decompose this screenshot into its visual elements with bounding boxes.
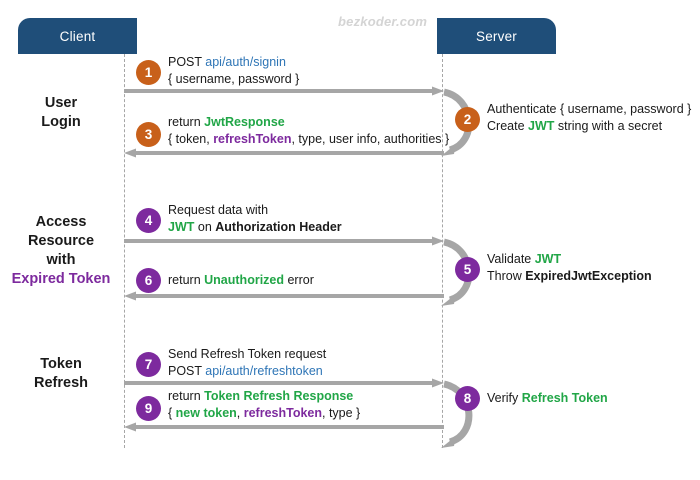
text-segment: Authorization Header bbox=[215, 220, 342, 234]
text-segment: Validate bbox=[487, 252, 535, 266]
band-label-line: Expired Token bbox=[11, 271, 111, 287]
text-segment: return bbox=[168, 273, 205, 287]
arrow-step-1 bbox=[124, 86, 444, 96]
step-text-line: return Unauthorized error bbox=[168, 272, 314, 289]
text-segment: Unauthorized bbox=[204, 273, 284, 287]
text-segment: Verify bbox=[487, 391, 522, 405]
text-segment: return bbox=[168, 389, 205, 403]
text-segment: JWT bbox=[528, 119, 555, 133]
arrow-step-7 bbox=[124, 378, 444, 388]
step-text-line: JWT on Authorization Header bbox=[168, 219, 342, 236]
text-segment: { token, bbox=[168, 132, 214, 146]
step-text-2: Authenticate { username, password } Creat… bbox=[487, 101, 691, 135]
step-text-line: { token, refreshToken, type, user info, … bbox=[168, 131, 449, 148]
step-badge-3: 3 bbox=[136, 122, 161, 147]
text-segment: { bbox=[168, 406, 176, 420]
text-segment: Refresh Token bbox=[521, 391, 608, 405]
lifeline-server bbox=[442, 54, 443, 448]
step-badge-7: 7 bbox=[136, 352, 161, 377]
step-text-line: Validate JWT bbox=[487, 251, 652, 268]
step-text-9: return Token Refresh Response{ new token… bbox=[168, 388, 360, 422]
text-segment: POST bbox=[168, 55, 206, 69]
band-label-line: Login bbox=[41, 114, 81, 130]
text-segment: Create bbox=[487, 119, 528, 133]
step-text-line: POST api/auth/signin bbox=[168, 54, 299, 71]
text-segment: new token bbox=[175, 406, 237, 420]
text-segment: { username, password } bbox=[168, 72, 300, 86]
text-segment: on bbox=[194, 220, 216, 234]
step-text-line: Authenticate { username, password } bbox=[487, 101, 691, 118]
text-segment: JWT bbox=[168, 220, 195, 234]
band-label-line: with bbox=[46, 252, 76, 268]
text-segment: ExpiredJwtException bbox=[525, 269, 652, 283]
lifeline-client bbox=[124, 54, 125, 448]
text-segment: Request data with bbox=[168, 203, 269, 217]
step-badge-1: 1 bbox=[136, 60, 161, 85]
step-text-3: return JwtResponse{ token, refreshToken,… bbox=[168, 114, 449, 148]
text-segment: Authenticate { username, password } bbox=[487, 102, 692, 116]
step-text-line: Throw ExpiredJwtException bbox=[487, 268, 652, 285]
step-text-line: Verify Refresh Token bbox=[487, 390, 608, 407]
step-text-line: Request data with bbox=[168, 202, 342, 219]
step-text-line: Create JWT string with a secret bbox=[487, 118, 691, 135]
text-segment: return bbox=[168, 115, 205, 129]
step-badge-5: 5 bbox=[455, 257, 480, 282]
step-badge-9: 9 bbox=[136, 396, 161, 421]
text-segment: Token Refresh Response bbox=[204, 389, 354, 403]
text-segment: Throw bbox=[487, 269, 526, 283]
arrow-step-9 bbox=[124, 422, 444, 432]
step-text-6: return Unauthorized error bbox=[168, 272, 314, 289]
band-label-line: Refresh bbox=[34, 375, 88, 391]
text-segment: error bbox=[284, 273, 314, 287]
text-segment: api/auth/signin bbox=[205, 55, 286, 69]
text-segment: api/auth/refreshtoken bbox=[205, 364, 323, 378]
text-segment: refreshToken bbox=[213, 132, 292, 146]
actor-header-client: Client bbox=[18, 18, 137, 54]
text-segment: POST bbox=[168, 364, 206, 378]
step-text-line: return Token Refresh Response bbox=[168, 388, 360, 405]
actor-label-client: Client bbox=[59, 28, 96, 44]
text-segment: JWT bbox=[534, 252, 562, 266]
self-loop-step-8 bbox=[440, 376, 486, 452]
step-badge-6: 6 bbox=[136, 268, 161, 293]
step-text-line: { username, password } bbox=[168, 71, 299, 88]
arrow-step-6 bbox=[124, 291, 444, 301]
step-text-line: Send Refresh Token request bbox=[168, 346, 326, 363]
arrow-step-4 bbox=[124, 236, 444, 246]
band-label-line: Resource bbox=[27, 233, 95, 249]
actor-header-server: Server bbox=[437, 18, 556, 54]
step-text-line: return JwtResponse bbox=[168, 114, 449, 131]
step-badge-4: 4 bbox=[136, 208, 161, 233]
step-text-line: POST api/auth/refreshtoken bbox=[168, 363, 326, 380]
band-label-line: Token bbox=[40, 356, 82, 372]
step-badge-8: 8 bbox=[455, 386, 480, 411]
text-segment: string with a secret bbox=[554, 119, 663, 133]
text-segment: , bbox=[236, 406, 244, 420]
step-text-8: Verify Refresh Token bbox=[487, 390, 608, 407]
arrow-step-3 bbox=[124, 148, 444, 158]
text-segment: refreshToken bbox=[243, 406, 322, 420]
text-segment: , type } bbox=[322, 406, 361, 420]
text-segment: , type, user info, authorities } bbox=[291, 132, 450, 146]
band-label-line: User bbox=[44, 95, 78, 111]
text-segment: JwtResponse bbox=[204, 115, 285, 129]
band-label-line: Access bbox=[35, 214, 87, 230]
actor-label-server: Server bbox=[476, 28, 517, 44]
step-text-1: POST api/auth/signin{ username, password… bbox=[168, 54, 299, 88]
watermark: bezkoder.com bbox=[338, 14, 428, 29]
step-badge-2: 2 bbox=[455, 107, 480, 132]
text-segment: Send Refresh Token request bbox=[168, 347, 327, 361]
step-text-line: { new token, refreshToken, type } bbox=[168, 405, 360, 422]
